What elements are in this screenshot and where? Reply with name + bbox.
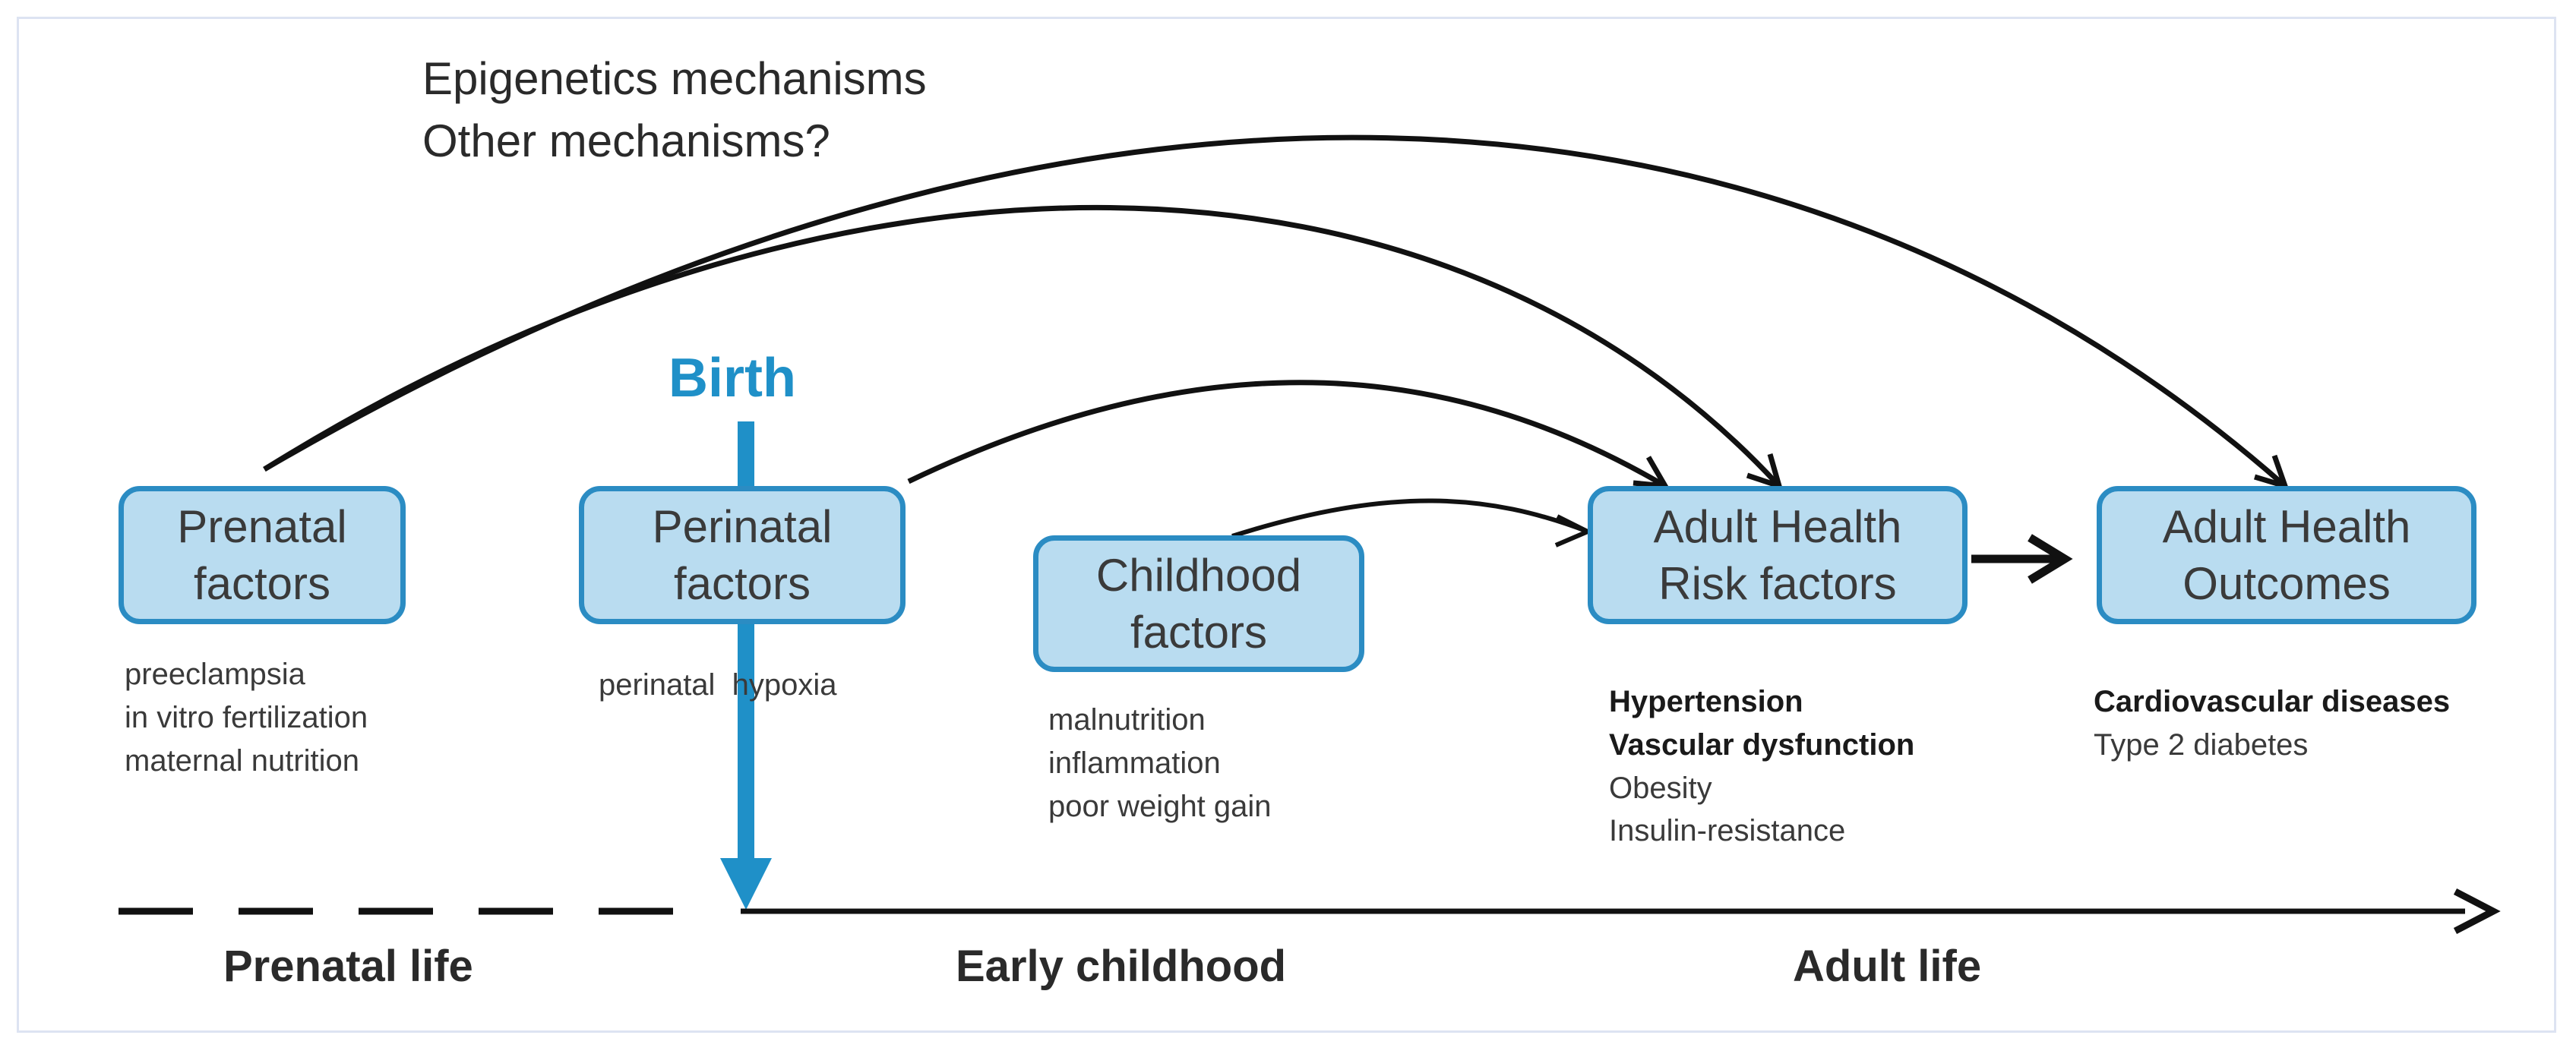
prenatal-factors-box: Prenatal factors xyxy=(119,486,406,624)
list-item: preeclampsia xyxy=(125,658,305,691)
perinatal-box-line-2: factors xyxy=(673,558,811,609)
perinatal-factors-box: Perinatal factors xyxy=(579,486,906,624)
adult-outcomes-box-line-2: Outcomes xyxy=(2182,558,2391,609)
list-item: poor weight gain xyxy=(1048,789,1272,823)
list-item: Hypertension xyxy=(1609,685,1803,718)
childhood-box-line-1: Childhood xyxy=(1095,550,1302,601)
adult-risk-box-line-2: Risk factors xyxy=(1658,558,1897,609)
prenatal-box-line-2: factors xyxy=(193,558,331,609)
mechanisms-line-1: Epigenetics mechanisms xyxy=(422,53,927,104)
childhood-factors-list: malnutrition inflammation poor weight ga… xyxy=(1048,699,1272,828)
adult-risk-box-line-1: Adult Health xyxy=(1653,501,1902,552)
timeline-arrow-head xyxy=(2453,888,2501,934)
prenatal-box-line-1: Prenatal xyxy=(177,501,347,552)
list-item: perinatal hypoxia xyxy=(599,668,837,702)
childhood-factors-box: Childhood factors xyxy=(1033,535,1364,672)
mechanisms-line-2: Other mechanisms? xyxy=(422,115,830,166)
perinatal-box-line-1: Perinatal xyxy=(652,501,833,552)
period-prenatal-life: Prenatal life xyxy=(223,942,473,991)
list-item: inflammation xyxy=(1048,746,1221,780)
childhood-box-line-2: factors xyxy=(1130,607,1268,658)
list-item: Vascular dysfunction xyxy=(1609,727,1915,762)
diagram-frame xyxy=(17,17,2556,1033)
adult-risk-factors-box: Adult Health Risk factors xyxy=(1588,486,1968,624)
perinatal-to-risk-arrow xyxy=(907,380,1667,489)
adult-outcomes-box-line-1: Adult Health xyxy=(2162,501,2411,552)
list-item: Type 2 diabetes xyxy=(2094,727,2309,762)
adult-risk-factors-list: Hypertension Vascular dysfunction Obesit… xyxy=(1609,680,1914,853)
birth-arrow-head xyxy=(720,858,772,910)
list-item: Obesity xyxy=(1609,771,1712,805)
period-adult-life: Adult life xyxy=(1793,942,1982,991)
prenatal-to-risk-arrow xyxy=(263,204,1781,488)
prenatal-to-outcomes-arrow xyxy=(263,134,2287,488)
birth-label: Birth xyxy=(668,348,796,409)
risk-outcomes-arrowhead xyxy=(2028,534,2073,584)
childhood-to-risk-arrow xyxy=(1231,498,1589,538)
period-early-childhood: Early childhood xyxy=(956,942,1287,991)
list-item: Cardiovascular diseases xyxy=(2094,685,2451,718)
list-item: maternal nutrition xyxy=(125,743,360,778)
prenatal-factors-list: preeclampsia in vitro fertilization mate… xyxy=(125,653,368,782)
adult-outcomes-box: Adult Health Outcomes xyxy=(2097,486,2476,624)
list-item: in vitro fertilization xyxy=(125,700,368,734)
adult-outcomes-list: Cardiovascular diseases Type 2 diabetes xyxy=(2094,680,2450,767)
list-item: malnutrition xyxy=(1048,703,1206,737)
list-item: Insulin-resistance xyxy=(1609,814,1846,848)
perinatal-factors-list: perinatal hypoxia xyxy=(599,664,837,707)
